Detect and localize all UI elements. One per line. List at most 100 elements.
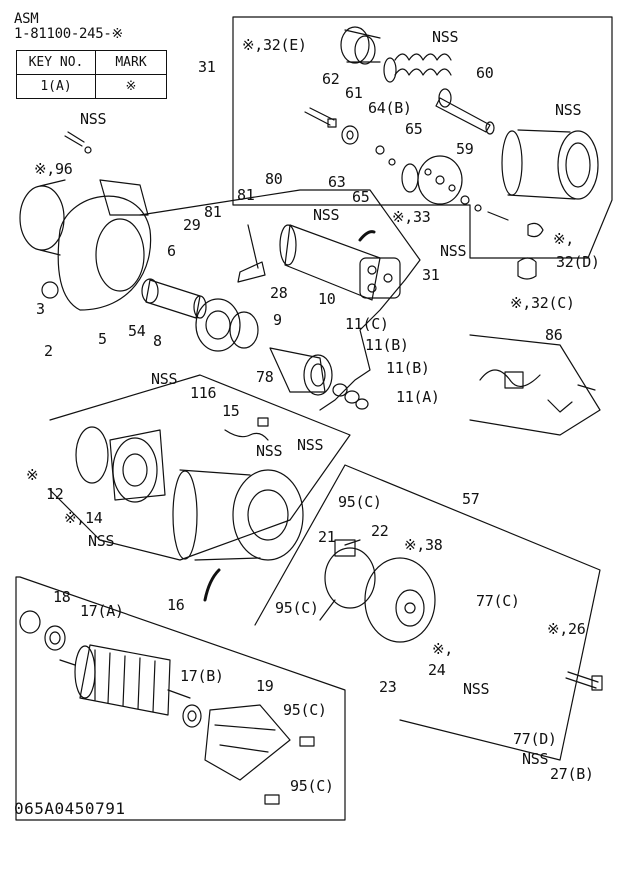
callout-31: 31 [422, 266, 440, 284]
callout-19: 19 [256, 677, 274, 695]
callout-95c: 95(C) [338, 493, 382, 511]
callout-22: 22 [371, 522, 389, 540]
brush-lead-15 [224, 417, 269, 441]
callout-2: 2 [44, 342, 53, 360]
callout-nss: NSS [440, 242, 467, 260]
callout-61: 61 [345, 84, 363, 102]
callout-29: 29 [183, 216, 201, 234]
callout-65: 65 [352, 188, 370, 206]
callout-asterisk: ※, [432, 640, 453, 658]
callout-65: 65 [405, 120, 423, 138]
washer-61 [341, 125, 359, 145]
callout-28: 28 [270, 284, 288, 302]
armature-16 [59, 644, 191, 716]
callout-nss: NSS [463, 680, 490, 698]
bolt-top [64, 131, 92, 154]
pinion-54 [141, 278, 207, 319]
clutch-10 [269, 347, 333, 396]
terminal-caps [517, 222, 544, 280]
callout-11b: 11(B) [365, 336, 409, 354]
callout-33: ※,33 [392, 208, 431, 226]
armature-group-outline [15, 576, 346, 821]
callout-nss: NSS [256, 442, 283, 460]
callout-nss: NSS [432, 28, 459, 46]
callout-nss: NSS [151, 370, 178, 388]
callout-nss: NSS [297, 436, 324, 454]
plunger-60 [435, 97, 495, 135]
callout-17a: 17(A) [80, 602, 124, 620]
callout-80: 80 [265, 170, 283, 188]
small-washers [375, 145, 509, 221]
harness-86 [479, 369, 596, 413]
callout-32d-prefix: ※, [553, 230, 574, 248]
assembly-part-number: 1-81100-245-※ [14, 26, 123, 42]
callout-10: 10 [318, 290, 336, 308]
assembly-label: ASM [14, 11, 39, 27]
yoke-78 [172, 469, 304, 561]
drive-group-outline [139, 189, 421, 411]
bearing-17b [182, 704, 202, 728]
callout-32e: ※,32(E) [242, 36, 307, 54]
callout-nss: NSS [522, 750, 549, 768]
contact-plate-59 [401, 155, 463, 205]
shift-lever-28 [237, 224, 266, 283]
key-mark-row: 1(A) ※ [16, 74, 167, 99]
callout-3: 3 [36, 300, 45, 318]
return-spring [383, 53, 452, 108]
key-no-cell: 1(A) [16, 74, 96, 99]
callout-64b: 64(B) [368, 99, 412, 117]
bolt-27b [565, 671, 603, 691]
callout-nss: NSS [88, 532, 115, 550]
callout-95c: 95(C) [283, 701, 327, 719]
field-coil-group-outline [49, 374, 351, 561]
bearing-17a [44, 625, 66, 651]
washer-18 [19, 610, 41, 634]
key-mark-header-row: KEY NO. MARK [16, 50, 167, 75]
callout-11a: 11(A) [396, 388, 440, 406]
callout-31: 31 [198, 58, 216, 76]
callout-77d: 77(D) [513, 730, 557, 748]
callout-62: 62 [322, 70, 340, 88]
harness-group-outline [469, 334, 601, 436]
callout-54: 54 [128, 322, 146, 340]
brush-holder-group-outline [254, 464, 601, 761]
rear-cover-38 [364, 557, 436, 643]
callout-63: 63 [328, 173, 346, 191]
callout-95c: 95(C) [275, 599, 319, 617]
callout-18: 18 [53, 588, 71, 606]
callout-26: ※,26 [547, 620, 586, 638]
callout-116: 116 [190, 384, 217, 402]
callout-asterisk: ※ [26, 466, 39, 484]
callout-16: 16 [167, 596, 185, 614]
ring-gear-8 [195, 298, 259, 352]
callout-11c: 11(C) [345, 315, 389, 333]
key-no-header: KEY NO. [16, 50, 96, 75]
screw-62 [304, 107, 337, 128]
mark-header: MARK [95, 50, 167, 75]
callout-60: 60 [476, 64, 494, 82]
callout-nss: NSS [80, 110, 107, 128]
dust-cover-nss [340, 26, 381, 65]
callout-23: 23 [379, 678, 397, 696]
callout-6: 6 [167, 242, 176, 260]
callout-nss: NSS [313, 206, 340, 224]
callout-32c: ※,32(C) [510, 294, 575, 312]
washers-11 [332, 383, 369, 410]
front-bracket-2 [41, 179, 152, 311]
callout-32d: 32(D) [556, 253, 600, 271]
document-id: 065A0450791 [14, 799, 126, 818]
callout-81: 81 [237, 186, 255, 204]
callout-12: 12 [46, 485, 64, 503]
callout-11b: 11(B) [386, 359, 430, 377]
callout-77c: 77(C) [476, 592, 520, 610]
o-ring [75, 426, 109, 484]
callout-8: 8 [153, 332, 162, 350]
callout-14: ※,14 [64, 509, 103, 527]
solenoid-switch-31 [279, 224, 401, 301]
callout-17b: 17(B) [180, 667, 224, 685]
callout-59: 59 [456, 140, 474, 158]
callout-15: 15 [222, 402, 240, 420]
callout-27b: 27(B) [550, 765, 594, 783]
